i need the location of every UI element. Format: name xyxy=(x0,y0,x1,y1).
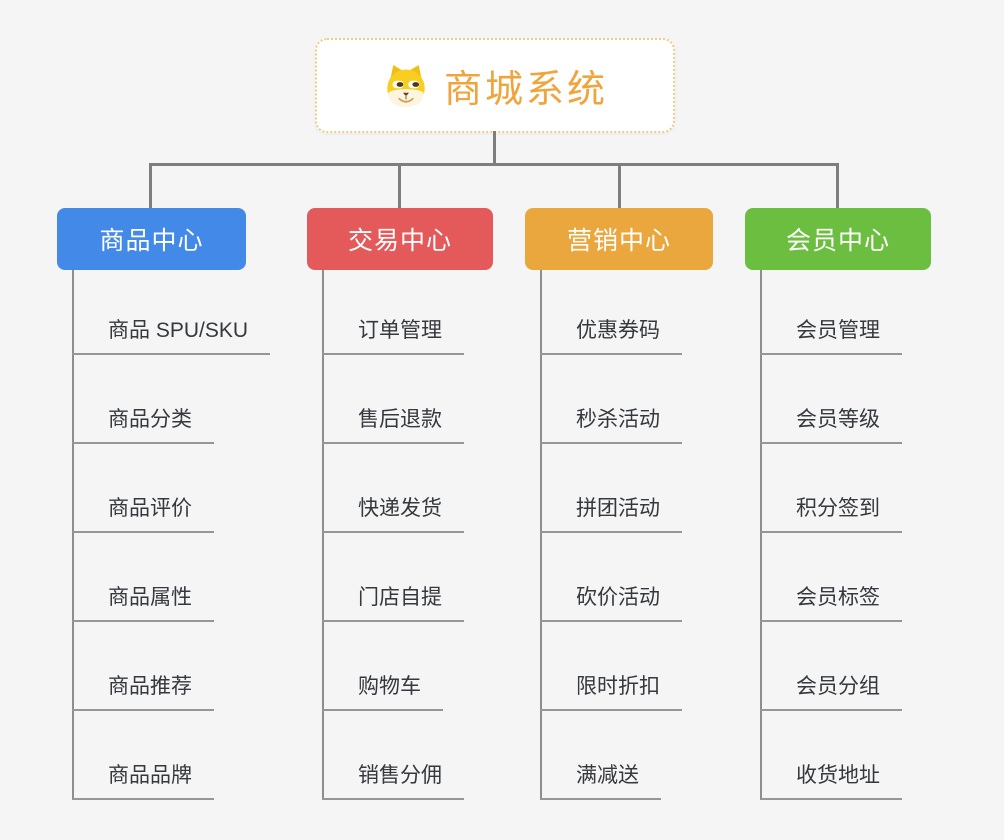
branch-box-member-center[interactable]: 会员中心 xyxy=(745,208,931,270)
branch-label: 交易中心 xyxy=(347,227,452,255)
tree-item[interactable]: 拼团活动 xyxy=(540,492,682,533)
branch-spine xyxy=(322,270,324,800)
tree-item[interactable]: 商品评价 xyxy=(72,492,214,533)
branch-label: 营销中心 xyxy=(566,227,671,255)
tree-item[interactable]: 收货地址 xyxy=(760,759,902,800)
tree-item[interactable]: 商品推荐 xyxy=(72,670,214,711)
tree-item[interactable]: 购物车 xyxy=(322,670,443,711)
tree-item[interactable]: 订单管理 xyxy=(322,314,464,355)
tree-item[interactable]: 会员分组 xyxy=(760,670,902,711)
connector-drop xyxy=(398,164,401,209)
dog-face-icon xyxy=(387,64,425,107)
connector-drop xyxy=(836,164,839,209)
branch-box-trade-center[interactable]: 交易中心 xyxy=(307,208,493,270)
tree-item[interactable]: 商品属性 xyxy=(72,581,214,622)
tree-item[interactable]: 售后退款 xyxy=(322,403,464,444)
branch-box-product-center[interactable]: 商品中心 xyxy=(57,208,246,270)
connector-rail xyxy=(149,163,839,166)
tree-item[interactable]: 会员管理 xyxy=(760,314,902,355)
tree-item[interactable]: 商品分类 xyxy=(72,403,214,444)
tree-item[interactable]: 快递发货 xyxy=(322,492,464,533)
tree-item[interactable]: 销售分佣 xyxy=(322,759,464,800)
tree-item[interactable]: 限时折扣 xyxy=(540,670,682,711)
tree-item[interactable]: 会员标签 xyxy=(760,581,902,622)
tree-item[interactable]: 商品 SPU/SKU xyxy=(72,314,271,355)
tree-item[interactable]: 秒杀活动 xyxy=(540,403,682,444)
connector-root-stem xyxy=(493,131,496,164)
tree-item[interactable]: 砍价活动 xyxy=(540,581,682,622)
branch-spine xyxy=(540,270,542,800)
tree-item[interactable]: 门店自提 xyxy=(322,581,464,622)
tree-item[interactable]: 积分签到 xyxy=(760,492,902,533)
branch-spine xyxy=(760,270,762,800)
tree-item[interactable]: 满减送 xyxy=(540,759,661,800)
tree-item[interactable]: 优惠券码 xyxy=(540,314,682,355)
connector-drop xyxy=(149,164,152,209)
branch-box-marketing-center[interactable]: 营销中心 xyxy=(525,208,713,270)
connector-drop xyxy=(618,164,621,209)
root-title: 商城系统 xyxy=(443,69,608,111)
root-node[interactable]: 商城系统 xyxy=(315,38,675,133)
branch-spine xyxy=(72,270,74,800)
branch-label: 会员中心 xyxy=(785,227,890,255)
tree-item[interactable]: 会员等级 xyxy=(760,403,902,444)
branch-label: 商品中心 xyxy=(99,227,204,255)
tree-item[interactable]: 商品品牌 xyxy=(72,759,214,800)
